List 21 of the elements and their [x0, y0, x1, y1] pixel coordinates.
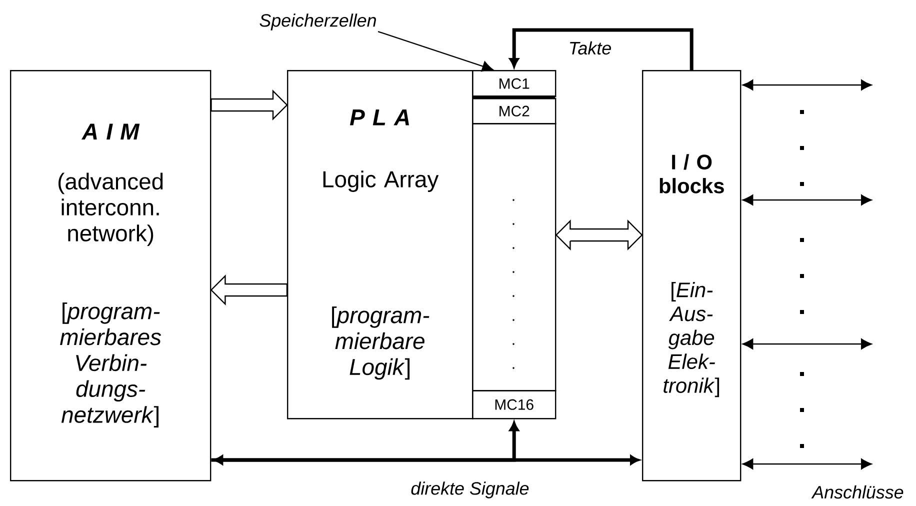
port-arrow — [742, 194, 872, 206]
memory-cell: MC1 — [472, 70, 556, 98]
bus-arrow — [211, 422, 519, 462]
callout-text: Speicherzellen — [260, 14, 376, 30]
block-arrow — [555, 220, 643, 250]
port-arrow — [742, 338, 872, 350]
port-label: Anschlüsse — [811, 485, 904, 499]
port-arrow — [742, 80, 872, 90]
memory-cell: MC2 — [472, 98, 556, 124]
edge-label: Takte — [570, 41, 611, 55]
io-block: I / O blocks [Ein-Aus-gabe Elek-tronik] — [642, 70, 742, 482]
block-arrow — [210, 274, 288, 306]
network-block: A I M (advanced interconn. network) [program-mierbares Verbin-dungs-netzwerk] — [10, 70, 212, 482]
block-arrow — [210, 90, 288, 120]
memory-cell — [472, 123, 556, 392]
port-arrow — [742, 458, 872, 470]
memory-cell: MC16 — [472, 390, 556, 420]
leader-line — [378, 30, 493, 72]
edge-label: direkte Signale — [411, 482, 529, 498]
clock-line — [509, 28, 694, 70]
logic-array-block: P L A Logic Array [program-mierbare Logik] — [287, 70, 474, 420]
